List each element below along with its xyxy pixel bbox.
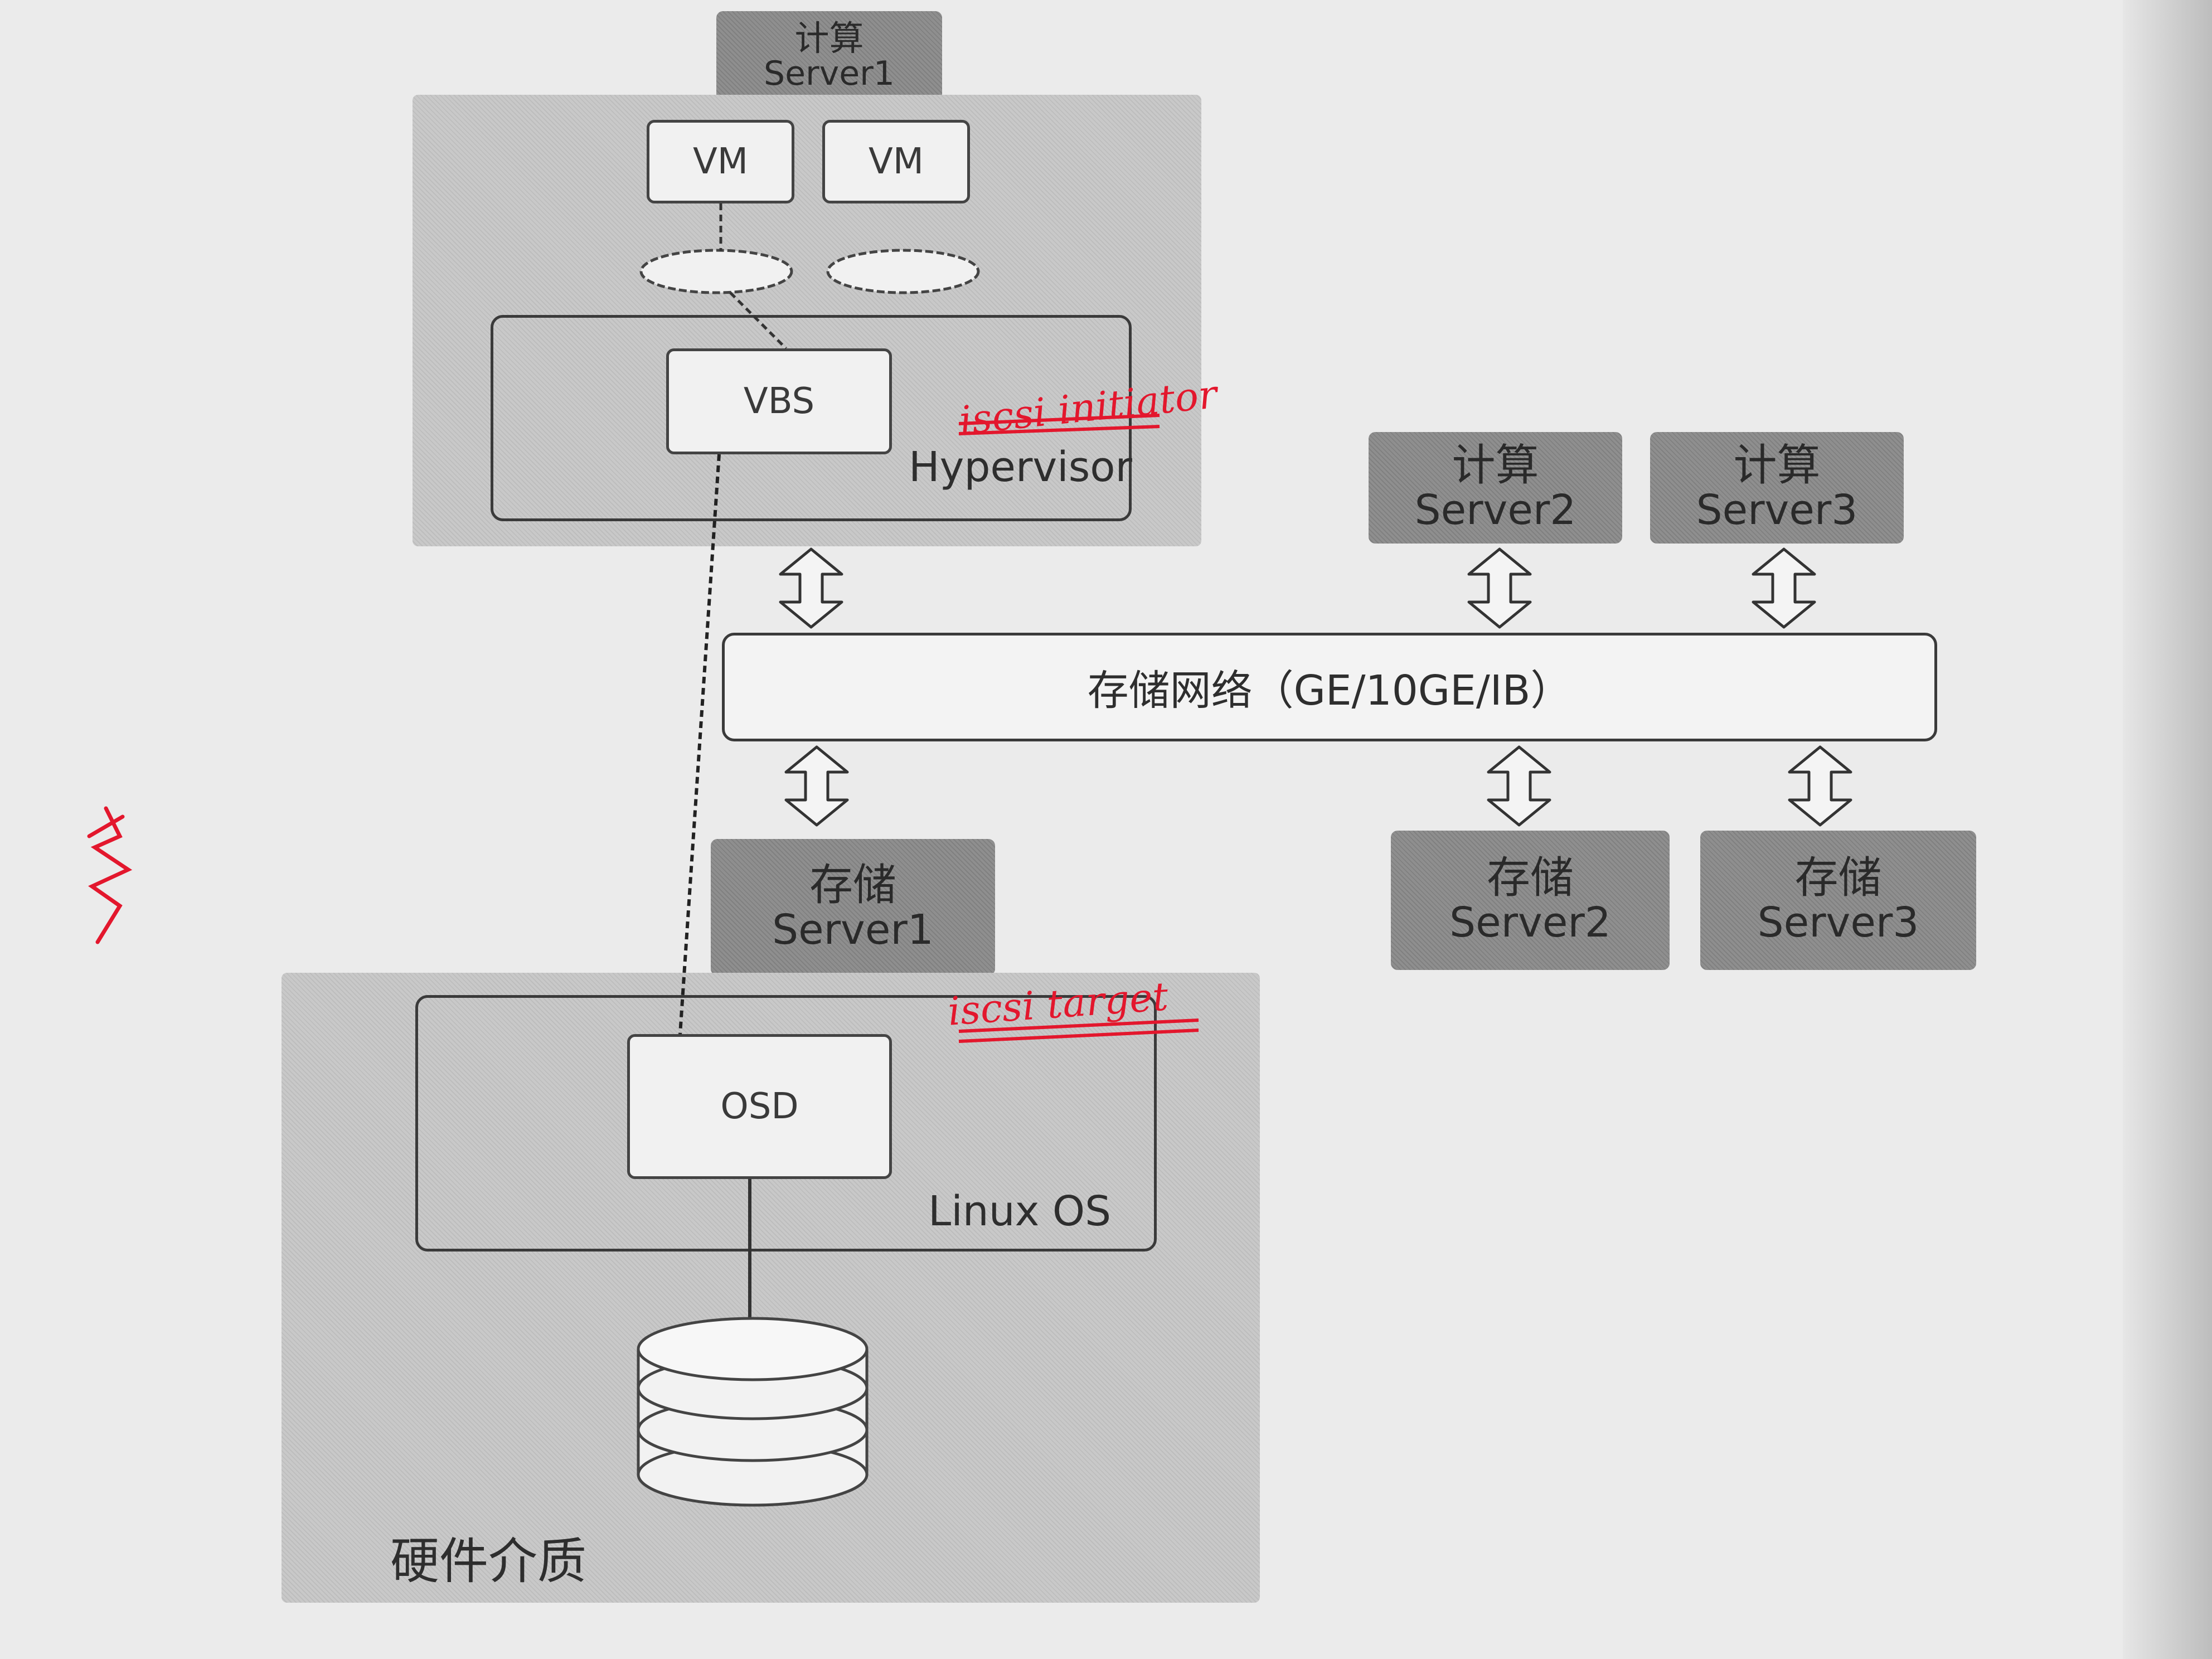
vbs-box: VBS bbox=[666, 348, 892, 454]
hypervisor-label: Hypervisor bbox=[909, 443, 1132, 491]
storage-server1-en: Server1 bbox=[772, 905, 934, 954]
hardware-label: 硬件介质 bbox=[390, 1532, 587, 1590]
osd-box: OSD bbox=[627, 1034, 892, 1179]
arrow-compute3-network-icon bbox=[1753, 549, 1815, 627]
storage-server2-box: 存储 Server2 bbox=[1391, 831, 1670, 970]
vm-disk-1-icon bbox=[641, 250, 792, 293]
vbs-label: VBS bbox=[743, 381, 815, 422]
arrow-storage3-network-icon bbox=[1789, 747, 1851, 825]
page-edge-shadow bbox=[2123, 0, 2212, 1659]
compute-server1-cn: 计算 bbox=[794, 17, 864, 59]
margin-scribble-icon bbox=[87, 806, 133, 944]
osd-label: OSD bbox=[720, 1086, 799, 1127]
storage-server2-cn: 存储 bbox=[1486, 853, 1574, 904]
compute-server1-panel bbox=[413, 95, 1201, 546]
disk-to-vbs-connector bbox=[729, 292, 787, 350]
annotation-strike-marks bbox=[958, 414, 1199, 1043]
storage-network-bar: 存储网络（GE/10GE/IB） bbox=[722, 633, 1937, 741]
compute-server1-en: Server1 bbox=[764, 54, 895, 94]
arrow-compute1-network-icon bbox=[780, 549, 842, 627]
storage-server1-box: 存储 Server1 bbox=[711, 839, 995, 976]
storage-server3-en: Server3 bbox=[1757, 899, 1919, 947]
vm-label-2: VM bbox=[869, 141, 924, 182]
storage-server1-cn: 存储 bbox=[809, 860, 896, 910]
storage-server2-en: Server2 bbox=[1449, 899, 1611, 947]
linux-os-label: Linux OS bbox=[928, 1187, 1112, 1235]
vm-box-2: VM bbox=[822, 120, 970, 203]
storage-server3-cn: 存储 bbox=[1794, 853, 1882, 904]
vm-box-1: VM bbox=[647, 120, 794, 203]
vbs-to-osd-connector bbox=[678, 454, 721, 1035]
compute-server3-cn: 计算 bbox=[1733, 440, 1821, 491]
linux-os-frame bbox=[415, 995, 1157, 1251]
vm-label-1: VM bbox=[693, 141, 748, 182]
arrow-compute2-network-icon bbox=[1469, 549, 1530, 627]
compute-server3-box: 计算 Server3 bbox=[1650, 432, 1904, 544]
storage-media-stack-icon bbox=[637, 1317, 869, 1507]
compute-server2-cn: 计算 bbox=[1452, 440, 1539, 491]
compute-server2-box: 计算 Server2 bbox=[1369, 432, 1622, 544]
compute-server2-en: Server2 bbox=[1414, 486, 1576, 535]
arrow-storage2-network-icon bbox=[1488, 747, 1550, 825]
storage-server3-box: 存储 Server3 bbox=[1700, 831, 1976, 970]
vm-disk-2-icon bbox=[828, 250, 978, 293]
storage-network-label: 存储网络（GE/10GE/IB） bbox=[1087, 667, 1572, 715]
compute-server3-en: Server3 bbox=[1696, 486, 1858, 535]
compute-server1-box: 计算 Server1 bbox=[716, 11, 942, 100]
arrow-storage1-network-icon bbox=[786, 747, 847, 825]
